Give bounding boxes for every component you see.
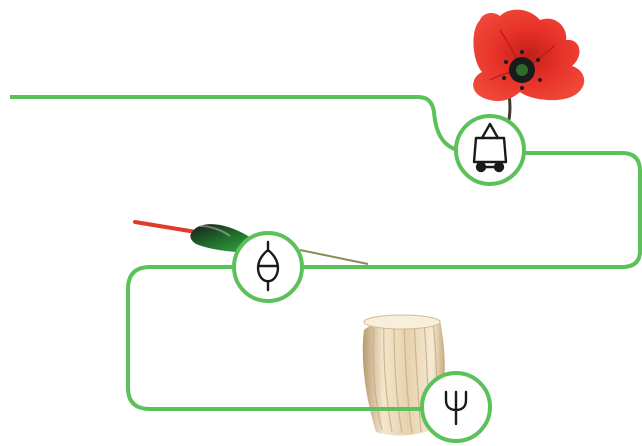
route-track: [10, 95, 642, 411]
station-float[interactable]: [232, 231, 304, 303]
station-cart[interactable]: [454, 114, 526, 186]
poppy-illustration: [473, 9, 585, 129]
fishing-float-icon: [256, 240, 280, 292]
shopping-cart-icon: [472, 122, 508, 173]
trident-fork-icon: [444, 390, 468, 426]
station-fork[interactable]: [420, 371, 492, 443]
